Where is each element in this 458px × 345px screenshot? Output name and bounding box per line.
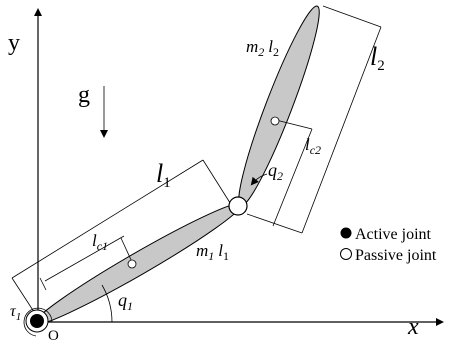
legend-passive-label: Passive joint [355, 247, 437, 264]
l2-extension-bottom [246, 213, 303, 234]
active-joint [30, 314, 44, 328]
link-1-com-point [127, 259, 137, 269]
link-1 [33, 202, 243, 326]
tau1-arrow [23, 307, 53, 337]
lc1-origin-tick [39, 277, 47, 291]
legend-passive-icon [340, 248, 352, 260]
legend: Active joint Passive joint [340, 226, 437, 264]
q1-label: q1 [118, 290, 133, 313]
lc2-label: lc2 [305, 135, 321, 157]
q2-label: q2 [268, 160, 283, 183]
passive-joint [228, 196, 248, 216]
l2-dimension-line [301, 26, 382, 234]
lc1-dimension-line [44, 235, 125, 282]
y-axis-label: y [8, 30, 20, 56]
q1-angle-arc [101, 284, 113, 323]
legend-active-label: Active joint [355, 226, 432, 243]
q2-angle-arc [250, 173, 268, 186]
lc2-extension [275, 119, 313, 130]
tau1-label: τ1 [10, 303, 21, 323]
l1-dimension-line [11, 159, 204, 279]
x-axis-label: x [407, 314, 419, 340]
gravity-label: g [78, 82, 90, 108]
l2-label: l2 [370, 42, 385, 74]
l1-extension-joint [202, 159, 233, 207]
lc2-dimension-line [272, 128, 313, 227]
lc1-label: lc1 [92, 231, 108, 253]
origin-label: O [48, 328, 59, 344]
l2-extension-top [322, 5, 382, 28]
lc1-extension [120, 237, 133, 263]
link-2-com-point [270, 116, 280, 126]
l1-label: l1 [156, 159, 171, 191]
legend-active-icon [340, 227, 352, 239]
